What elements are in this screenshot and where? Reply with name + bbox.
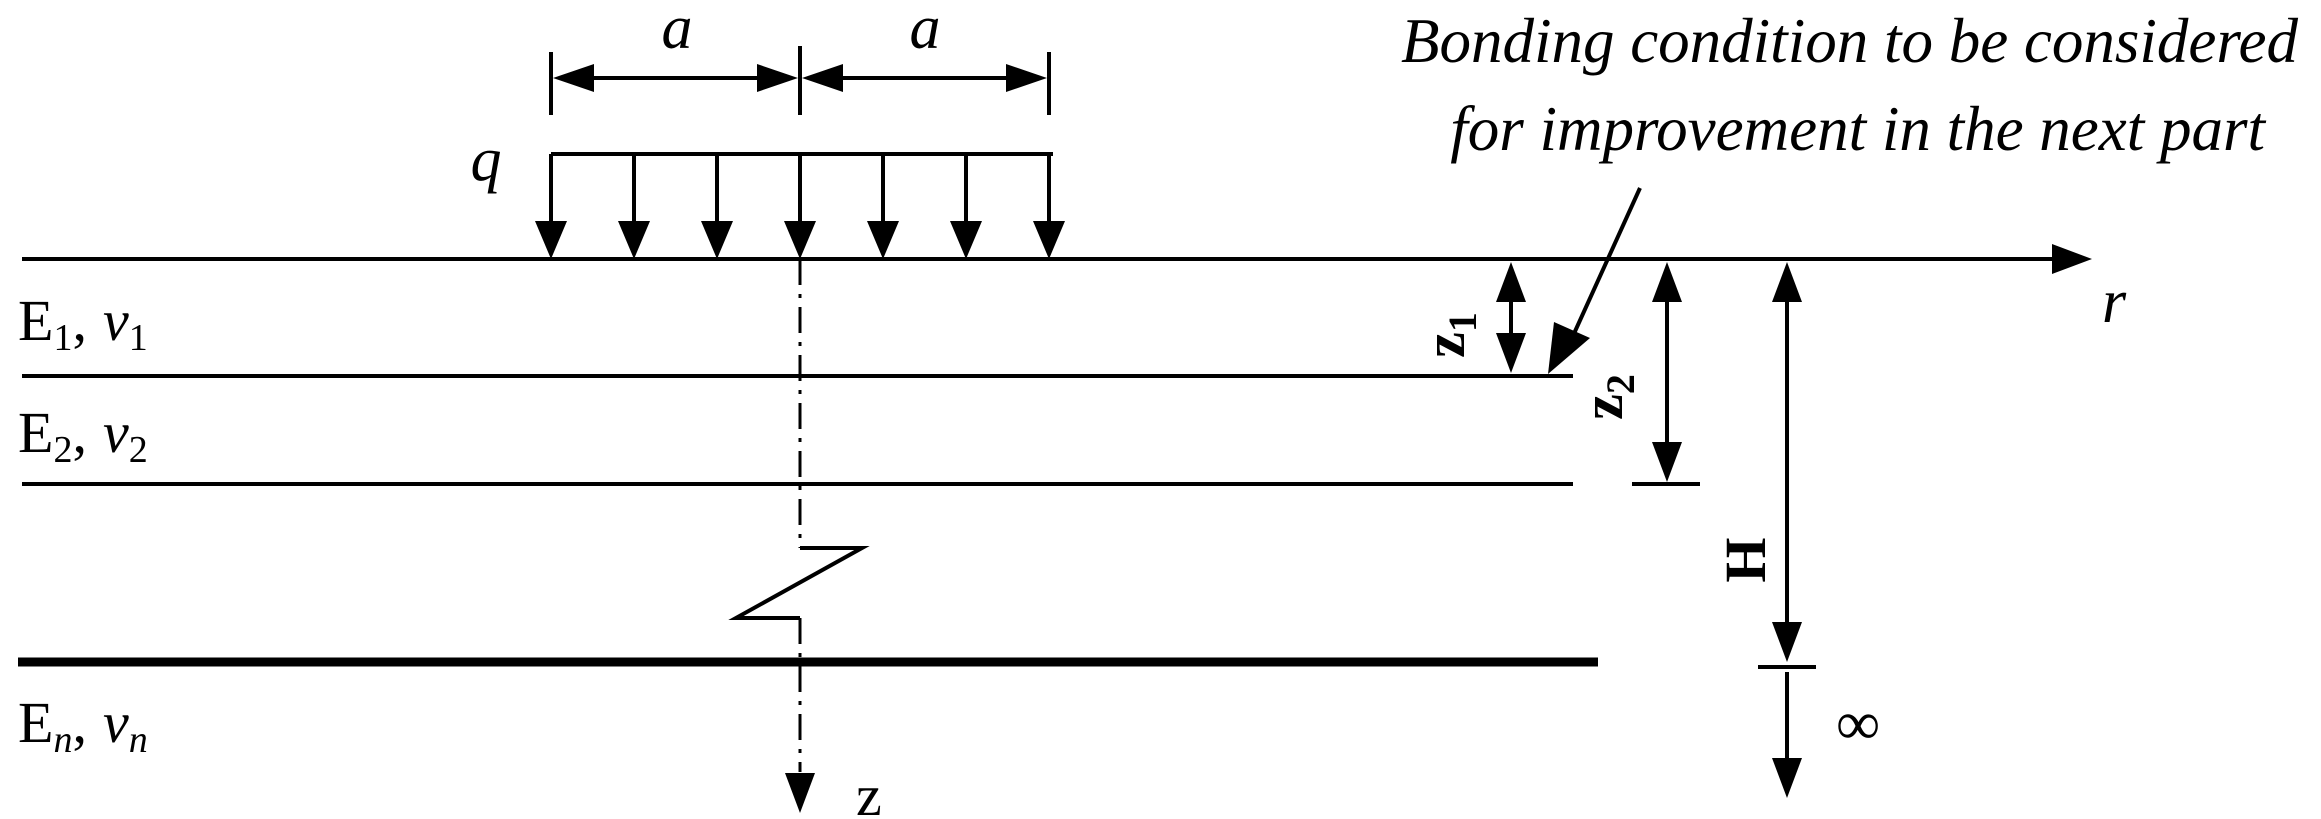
half-width-label-right: a	[910, 0, 941, 62]
load-arrow-head	[867, 221, 899, 259]
layer-1-properties: E1,ν1	[18, 288, 148, 359]
annotation-pointer-arrow	[1548, 187, 1642, 374]
h-label: H	[1713, 537, 1778, 582]
layer-n-properties: En,νn	[18, 690, 148, 761]
z2-dimension	[1632, 262, 1700, 486]
z2-label: z2	[1570, 374, 1643, 420]
load-arrow-head	[535, 221, 567, 259]
z-axis-arrowhead	[785, 773, 815, 813]
z-axis-label: z	[856, 763, 882, 819]
load-arrow-head	[784, 221, 816, 259]
annotation-line-2: for improvement in the next part	[1450, 94, 2266, 164]
r-axis-label: r	[2102, 268, 2127, 336]
z1-dimension	[1496, 262, 1526, 373]
load-arrow-head	[701, 221, 733, 259]
r-axis	[22, 244, 2092, 274]
break-symbol	[728, 546, 870, 620]
load-arrows	[535, 154, 1065, 259]
layer-2-properties: E2,ν2	[18, 400, 148, 471]
load-arrow-head	[950, 221, 982, 259]
load-label: q	[471, 126, 502, 194]
annotation-line-1: Bonding condition to be considered	[1401, 6, 2299, 76]
load-arrow-head	[618, 221, 650, 259]
infinity-label: ∞	[1836, 690, 1880, 758]
infinity-arrow	[1772, 672, 1802, 798]
width-dimension	[549, 46, 1051, 115]
load-arrow-head	[1033, 221, 1065, 259]
z1-label: z1	[1412, 312, 1485, 358]
h-dimension	[1758, 262, 1816, 669]
half-width-label-left: a	[662, 0, 693, 62]
